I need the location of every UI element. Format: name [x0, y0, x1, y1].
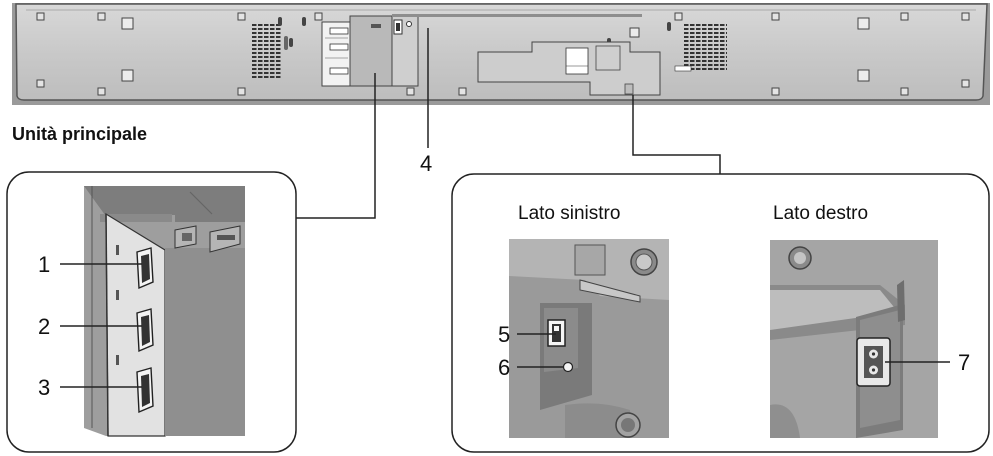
leader-main-to-hdmi — [296, 73, 376, 219]
right-side-detail-view — [770, 240, 938, 438]
right-vent-grille — [683, 22, 727, 72]
callout-1: 1 — [38, 252, 50, 277]
hdmi-port-3 — [136, 367, 154, 414]
callout-3: 3 — [38, 375, 50, 400]
left-side-label: Lato sinistro — [518, 203, 620, 224]
callout-6: 6 — [498, 355, 510, 380]
left-vent-grille — [252, 22, 282, 80]
main-unit-terminal-panel — [321, 14, 642, 87]
main-unit-mounting-holes — [36, 12, 970, 96]
right-side-label: Lato destro — [773, 203, 868, 224]
callout-7: 7 — [958, 350, 970, 375]
leader-lines — [60, 28, 950, 388]
hdmi-port-1 — [136, 247, 154, 290]
callout-2: 2 — [38, 314, 50, 339]
callout-4: 4 — [420, 151, 432, 176]
callout-5: 5 — [498, 322, 510, 347]
service-indicator — [562, 361, 574, 373]
hdmi-detail-view — [84, 186, 245, 437]
leader-main-to-side — [632, 95, 721, 174]
ac-inlet — [856, 337, 891, 387]
main-unit-label: Unità principale — [12, 124, 147, 144]
left-side-detail-view — [509, 239, 669, 438]
main-unit-right-panel — [477, 41, 692, 96]
hdmi-port-2 — [136, 308, 154, 353]
main-unit-rear-view — [12, 3, 990, 105]
